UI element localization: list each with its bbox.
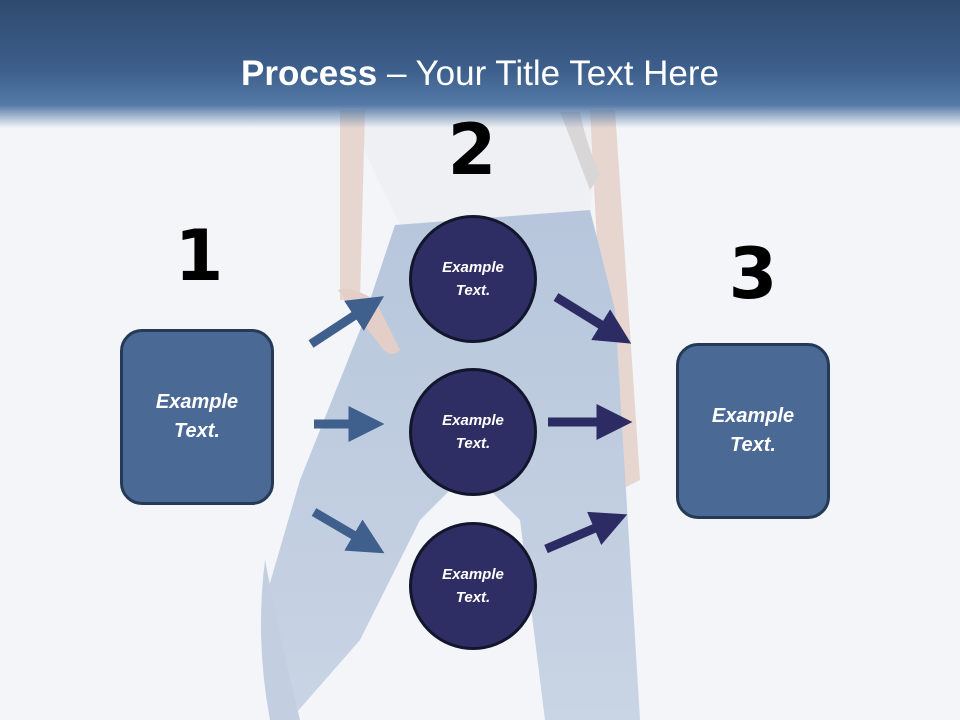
- step-3-text: Example Text.: [712, 402, 794, 460]
- title-rest: – Your Title Text Here: [377, 54, 719, 93]
- step-number-3: 3: [728, 233, 778, 315]
- step-1-text: Example Text.: [156, 388, 238, 446]
- arrow-left-up: [308, 296, 385, 348]
- step-1-text-line2: Text.: [174, 420, 220, 442]
- circle-bottom-text: Example Text.: [442, 563, 504, 609]
- step-2-circle-top: Example Text.: [409, 215, 537, 343]
- step-number-1: 1: [174, 215, 224, 297]
- slide-title: Process – Your Title Text Here: [0, 52, 960, 96]
- circle-bottom-line1: Example: [442, 566, 504, 583]
- arrow-left-down: [311, 508, 385, 554]
- step-2-circle-middle: Example Text.: [409, 368, 537, 496]
- circle-top-line2: Text.: [455, 282, 491, 299]
- step-1-box: Example Text.: [120, 329, 274, 505]
- title-bold: Process: [241, 54, 378, 93]
- step-1-text-line1: Example: [155, 391, 239, 413]
- circle-middle-line1: Example: [442, 412, 504, 429]
- step-2-circle-bottom: Example Text.: [409, 522, 537, 650]
- arrow-right-up: [544, 511, 628, 554]
- step-3-text-line1: Example: [711, 405, 795, 427]
- circle-bottom-line2: Text.: [455, 589, 491, 606]
- arrow-right-down: [553, 293, 632, 344]
- step-3-text-line2: Text.: [730, 434, 776, 456]
- circle-top-line1: Example: [442, 259, 504, 276]
- step-number-2: 2: [447, 109, 497, 191]
- circle-middle-line2: Text.: [455, 435, 491, 452]
- circle-top-text: Example Text.: [442, 256, 504, 302]
- circle-middle-text: Example Text.: [442, 409, 504, 455]
- title-bar: Process – Your Title Text Here: [0, 0, 960, 128]
- step-3-box: Example Text.: [676, 343, 830, 519]
